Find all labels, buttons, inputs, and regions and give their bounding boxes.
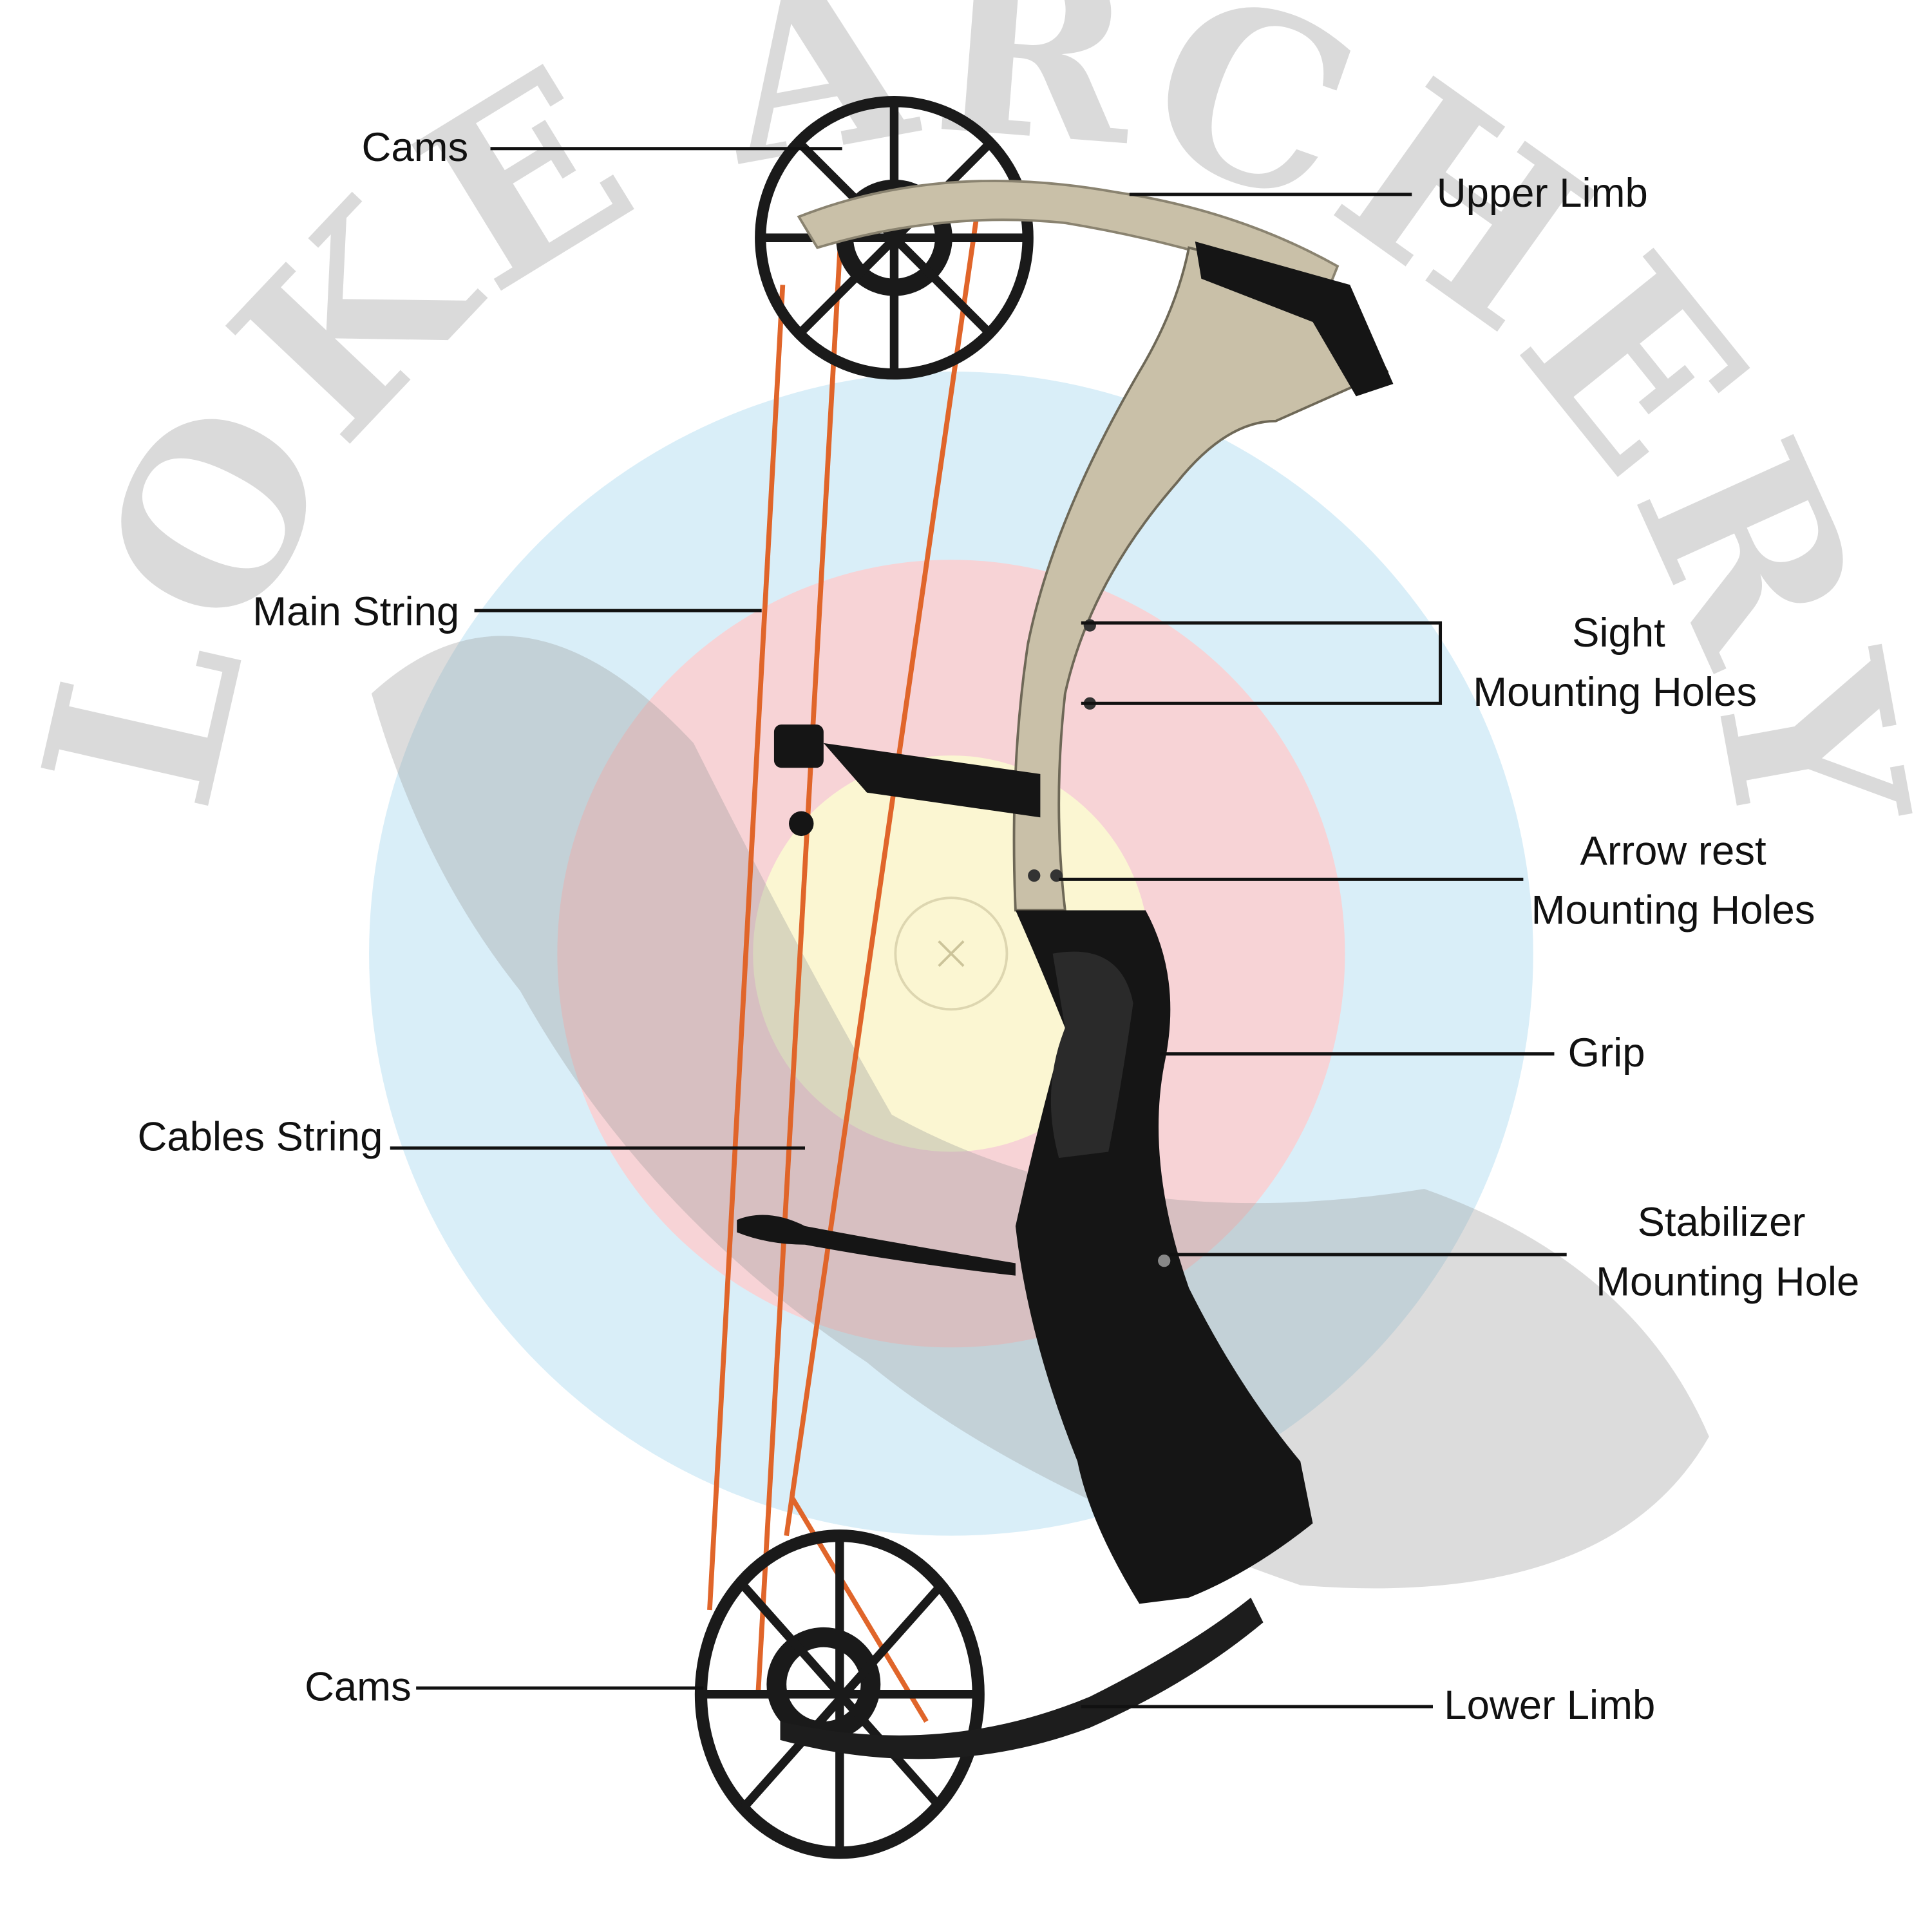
leader-sight-bracket	[1081, 621, 1443, 705]
cable-string-2	[784, 204, 981, 1537]
upper-limb	[797, 179, 1340, 299]
grip	[1050, 951, 1133, 1159]
label-sight-line2: Mounting Holes	[1473, 670, 1757, 715]
label-cables-string: Cables String	[137, 1115, 383, 1160]
label-arrow-rest-line2: Mounting Holes	[1531, 888, 1815, 933]
cable-string-1	[755, 210, 845, 1697]
stabilizer-mount	[737, 1215, 1016, 1276]
strings	[707, 204, 981, 1723]
label-stabilizer-line1: Stabilizer	[1638, 1200, 1806, 1245]
watermark-eagle	[371, 636, 1709, 1589]
label-cams-top: Cams	[362, 125, 469, 170]
main-string	[707, 285, 786, 1611]
label-lower-limb: Lower Limb	[1444, 1683, 1655, 1728]
label-arrow-rest-line1: Arrow rest	[1580, 828, 1766, 873]
limb-pocket-upper	[1195, 242, 1394, 397]
label-main-string: Main String	[252, 589, 459, 634]
label-cams-bottom: Cams	[305, 1664, 412, 1709]
lower-cam	[694, 1530, 985, 1859]
part-labels: Cams Upper Limb Main String Sight Mounti…	[137, 125, 1859, 1728]
label-grip: Grip	[1568, 1030, 1645, 1075]
label-sight-line1: Sight	[1572, 611, 1665, 656]
label-stabilizer-line2: Mounting Hole	[1596, 1260, 1859, 1305]
lower-limb	[780, 1597, 1264, 1759]
upper-cam	[755, 96, 1034, 380]
arrow-rest	[773, 724, 1041, 837]
label-upper-limb: Upper Limb	[1437, 171, 1648, 216]
leader-lines	[390, 147, 1567, 1709]
